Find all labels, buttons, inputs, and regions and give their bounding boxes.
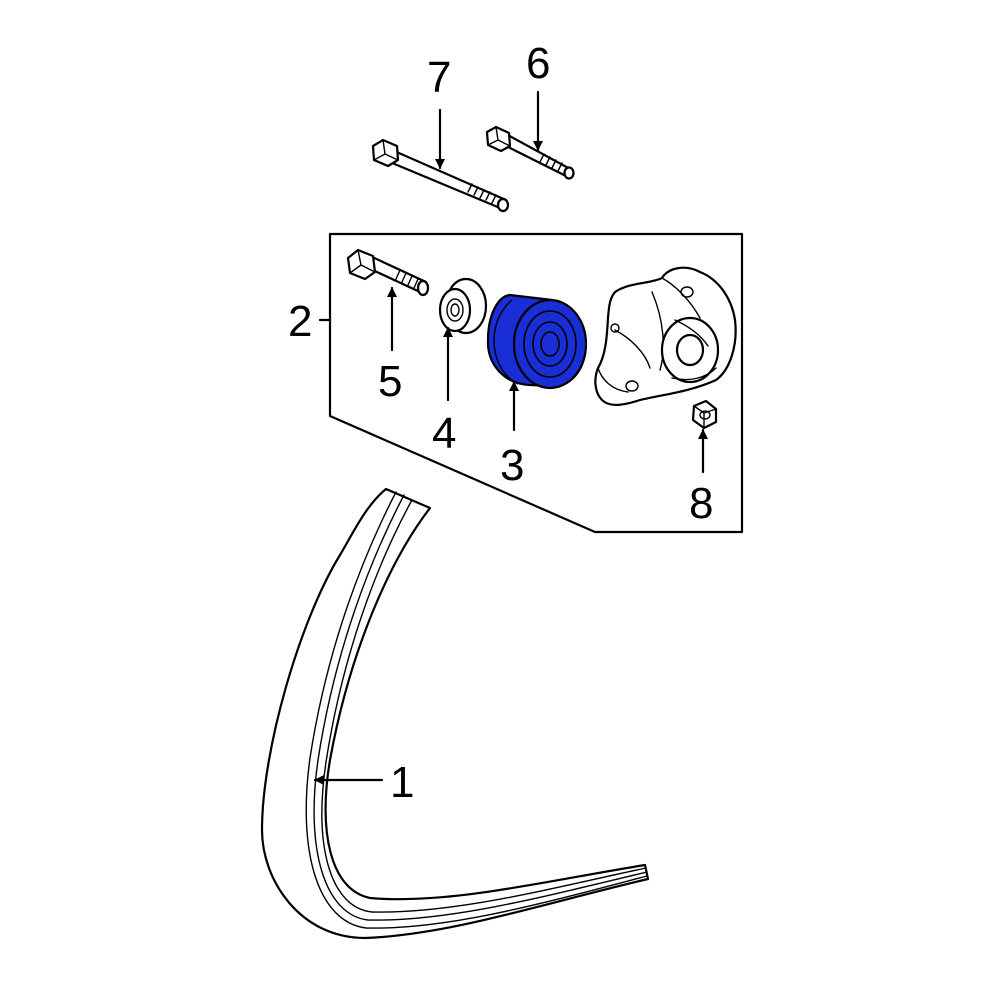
callout-7: 7 <box>427 53 451 102</box>
assembly-box <box>328 232 744 534</box>
callout-4: 4 <box>432 409 456 458</box>
callout-3: 3 <box>500 441 524 490</box>
callout-6: 6 <box>526 39 550 88</box>
spacer-part-4 <box>438 277 488 335</box>
tensioner-bracket <box>594 266 737 406</box>
callout-8: 8 <box>689 479 713 528</box>
callout-1: 1 <box>390 758 414 807</box>
callout-2: 2 <box>288 297 312 346</box>
drive-belt-part-1 <box>260 487 650 940</box>
bolt-short-part-6 <box>485 125 575 180</box>
nut-part-8 <box>691 399 718 430</box>
idler-pulley-part-3 <box>486 293 588 390</box>
callout-5: 5 <box>378 357 402 406</box>
bolt-long-part-7 <box>371 138 510 213</box>
bolt-part-5 <box>346 248 430 297</box>
